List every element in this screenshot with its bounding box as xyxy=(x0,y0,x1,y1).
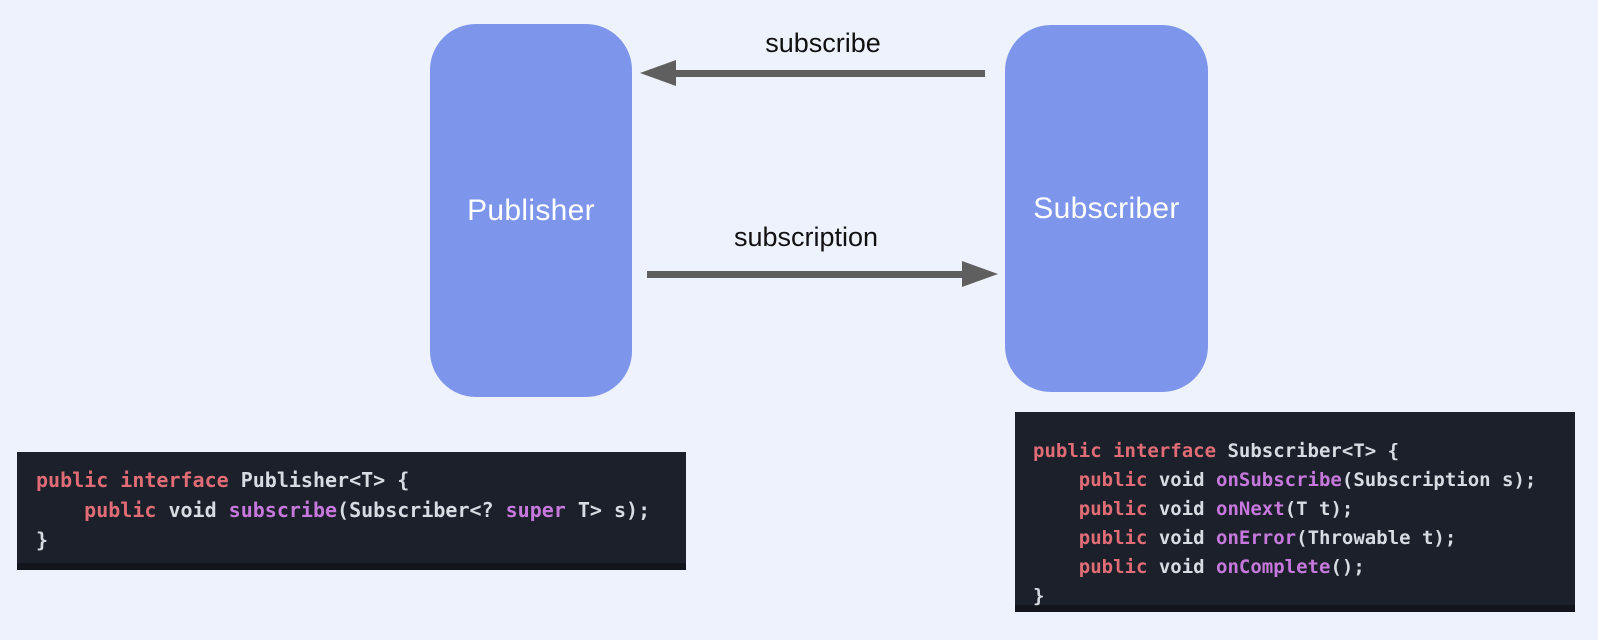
subscriber-box-label: Subscriber xyxy=(1033,191,1180,225)
publisher-box-label: Publisher xyxy=(467,193,595,227)
subscribe-arrow-label: subscribe xyxy=(765,28,881,58)
subscribe-arrowhead-icon xyxy=(640,60,676,86)
subscriber-box: Subscriber xyxy=(1005,25,1208,392)
publisher-box: Publisher xyxy=(430,24,632,397)
publisher-interface-code: public interface Publisher<T> { public v… xyxy=(17,452,686,570)
subscription-arrowhead-icon xyxy=(962,261,998,287)
subscriber-interface-code: public interface Subscriber<T> { public … xyxy=(1015,412,1575,612)
subscription-arrow-label: subscription xyxy=(733,222,879,252)
subscribe-arrow-line xyxy=(672,70,985,77)
subscription-arrow-line xyxy=(647,271,962,278)
